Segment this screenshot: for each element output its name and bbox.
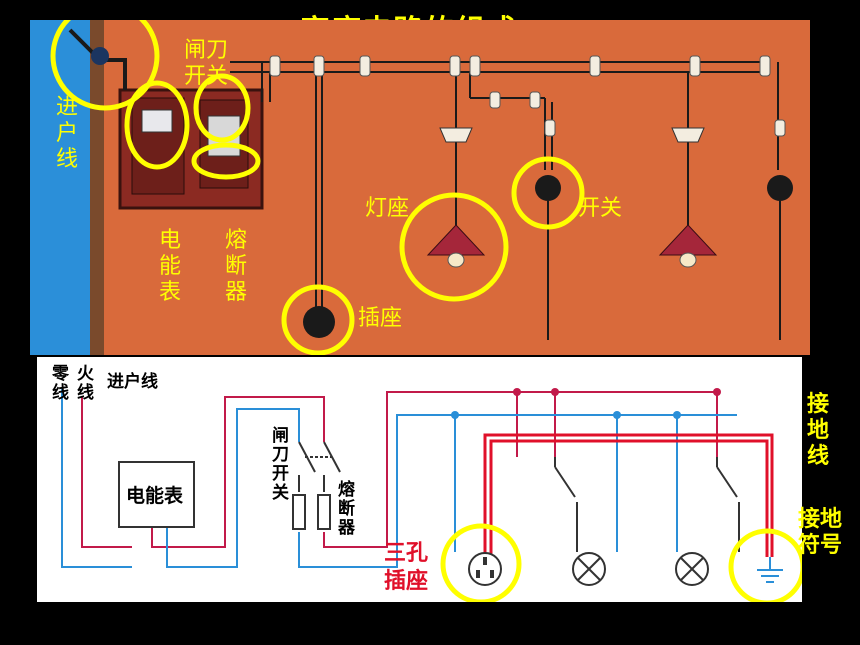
insulators bbox=[269, 55, 786, 137]
label-service-line: 进户线 bbox=[55, 95, 78, 172]
service-insulator bbox=[91, 47, 109, 65]
label-meter-diagram: 电能表 bbox=[126, 485, 184, 507]
label-fuse-diagram: 熔断器 bbox=[338, 480, 355, 538]
label-service-line-diagram: 进户线 bbox=[107, 372, 158, 392]
lamp-2 bbox=[658, 127, 718, 268]
meter-symbol bbox=[118, 461, 195, 528]
meter-dial bbox=[141, 109, 173, 133]
label-lamp-holder: 灯座 bbox=[365, 196, 410, 221]
circuit-schematic bbox=[37, 357, 806, 606]
label-fuse: 熔断器 bbox=[224, 228, 247, 305]
label-knife-switch: 闸刀开关 bbox=[184, 38, 229, 89]
wiring-illustration-svg bbox=[30, 20, 793, 355]
socket-shape bbox=[303, 306, 335, 338]
wiring-illustration bbox=[30, 20, 810, 355]
lamp-symbols bbox=[572, 552, 709, 586]
neutral-wire bbox=[61, 387, 737, 568]
switch-1 bbox=[535, 175, 561, 340]
label-ground-wire: 接地线 bbox=[806, 392, 829, 469]
label-neutral: 零线 bbox=[52, 364, 69, 403]
label-socket: 插座 bbox=[358, 306, 403, 331]
switch-2 bbox=[767, 175, 793, 340]
label-meter: 电能表 bbox=[158, 228, 181, 305]
knife-switch-symbol bbox=[292, 441, 341, 530]
label-ground-symbol: 接地符号 bbox=[798, 507, 843, 558]
wall-strip bbox=[30, 20, 92, 355]
circuit-schematic-svg bbox=[61, 387, 806, 606]
label-knife-switch-diagram: 闸刀开关 bbox=[272, 426, 289, 503]
highlight-circles bbox=[50, 20, 585, 355]
junction-dots bbox=[451, 388, 721, 419]
label-switch: 开关 bbox=[578, 196, 623, 221]
ground-wire bbox=[483, 433, 774, 557]
branch-switches bbox=[554, 457, 740, 552]
label-live: 火线 bbox=[77, 364, 94, 403]
label-three-pin-socket: 三孔插座 bbox=[384, 541, 429, 594]
lamp-1 bbox=[426, 127, 486, 268]
wall-edge bbox=[90, 20, 104, 355]
ground-symbol bbox=[757, 557, 783, 583]
ceiling-wires bbox=[230, 61, 779, 320]
socket-symbol bbox=[468, 552, 502, 586]
